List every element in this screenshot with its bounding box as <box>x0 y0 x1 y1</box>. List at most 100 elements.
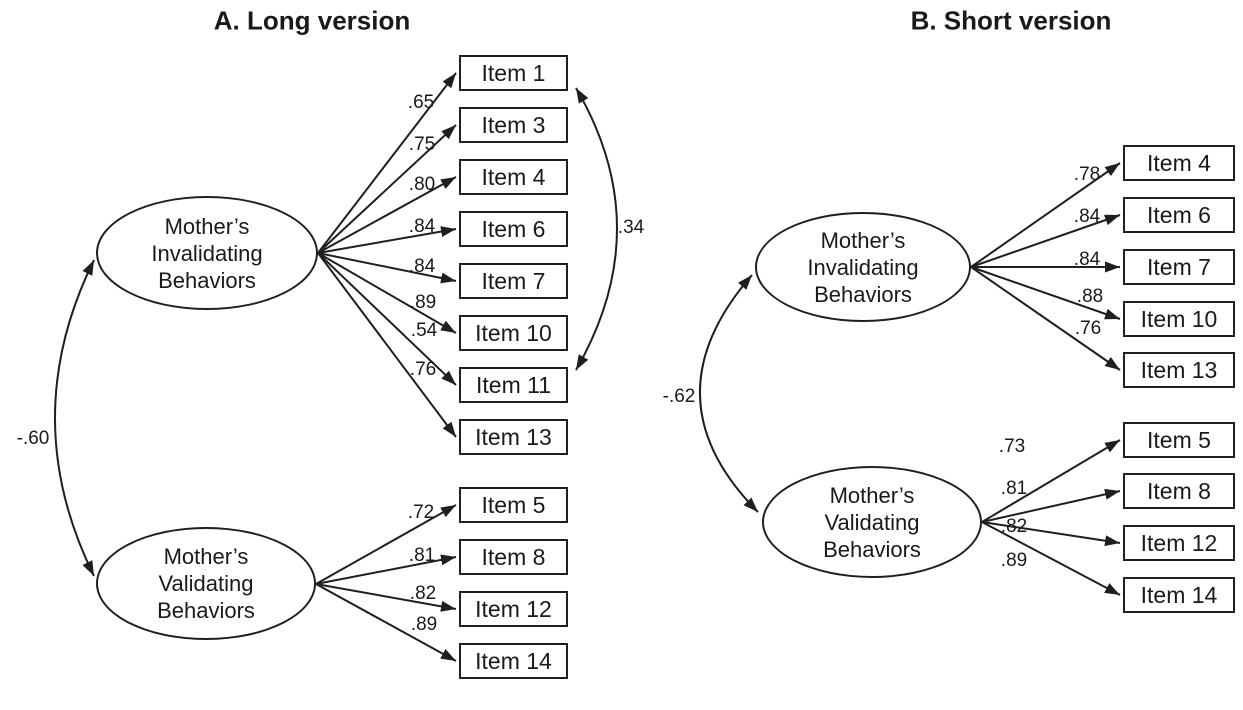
factor-loading-arrow <box>970 266 1121 320</box>
loading-value: .89 <box>409 292 437 313</box>
loading-value: .84 <box>408 256 436 277</box>
loading-value: .82 <box>1000 516 1028 537</box>
factor-name-line: Validating <box>158 571 254 596</box>
item-label: Item 6 <box>481 215 546 242</box>
item-box: Item 14 <box>459 643 568 679</box>
item-box: Item 13 <box>459 419 568 455</box>
loading-value: .89 <box>410 614 438 635</box>
factor-name-line: Invalidating <box>807 254 919 280</box>
factor-loading-arrow <box>317 252 457 334</box>
factor-loading-arrow <box>981 488 1121 523</box>
item-box: Item 5 <box>459 487 568 523</box>
item-box: Item 3 <box>459 107 568 143</box>
item-label: Item 5 <box>481 491 546 518</box>
item-box: Item 4 <box>1123 145 1235 181</box>
item-label: Item 14 <box>1140 581 1218 608</box>
factor-name-line: Behaviors <box>158 267 256 293</box>
item-box: Item 1 <box>459 55 568 91</box>
item-label: Item 11 <box>476 371 551 398</box>
loading-value: .80 <box>408 174 436 195</box>
factor-name-line: Behaviors <box>814 281 912 307</box>
loading-value: .65 <box>407 92 435 113</box>
item-box: Item 4 <box>459 159 568 195</box>
item-label: Item 8 <box>481 543 546 570</box>
loading-value: .84 <box>408 216 436 237</box>
item-label: Item 7 <box>1147 253 1211 280</box>
loading-value: .54 <box>410 320 438 341</box>
factor-name-line: Mother’s <box>829 482 915 508</box>
factor-correlation-value: -.62 <box>662 386 696 407</box>
factor-loading-arrow <box>970 214 1121 268</box>
item-box: Item 6 <box>1123 197 1235 233</box>
loading-value: .76 <box>1074 318 1102 339</box>
loading-value: .78 <box>1073 164 1101 185</box>
item-label: Item 1 <box>481 59 546 86</box>
item-box: Item 12 <box>1123 525 1235 561</box>
item-box: Item 10 <box>1123 301 1235 337</box>
factor-loading-arrow <box>970 162 1121 268</box>
factor-name-line: Mother’s <box>164 213 250 239</box>
item-label: Item 12 <box>475 595 552 622</box>
factor-loading-arrow <box>315 583 457 612</box>
factor-loading-arrow <box>317 252 457 438</box>
loading-value: .72 <box>407 502 435 523</box>
item-box: Item 14 <box>1123 577 1235 613</box>
item-label: Item 4 <box>481 163 546 190</box>
residual-correlation-arrow <box>575 87 618 371</box>
item-box: Item 11 <box>459 367 568 403</box>
factor-name-line: Invalidating <box>151 240 263 266</box>
item-label: Item 13 <box>475 423 552 450</box>
loading-value: .73 <box>998 436 1026 457</box>
panel-title: A. Long version <box>213 5 411 36</box>
item-box: Item 12 <box>459 591 568 627</box>
item-label: Item 13 <box>1140 356 1218 383</box>
loading-value: .81 <box>408 545 436 566</box>
factor-loading-arrow <box>317 252 457 284</box>
factor-loading-arrow <box>981 439 1121 523</box>
factor-name-line: Mother’s <box>163 544 249 569</box>
factor-loading-arrow <box>317 226 457 254</box>
loading-value: .75 <box>408 134 436 155</box>
item-label: Item 10 <box>475 319 552 346</box>
factor-name-line: Validating <box>824 509 920 535</box>
item-box: Item 8 <box>459 539 568 575</box>
factor-correlation-value: -.60 <box>16 428 50 449</box>
item-box: Item 7 <box>459 263 568 299</box>
factor-loading-arrow <box>317 124 457 254</box>
factor-loading-arrow <box>315 554 457 585</box>
factor-correlation-arrow <box>699 274 759 513</box>
item-box: Item 13 <box>1123 352 1235 388</box>
item-label: Item 7 <box>481 267 546 294</box>
factor-loading-arrow <box>981 521 1121 596</box>
factor-loading-arrow <box>317 176 457 254</box>
residual-correlation-value: .34 <box>617 217 645 238</box>
item-box: Item 5 <box>1123 422 1235 458</box>
loading-value: .82 <box>409 583 437 604</box>
loading-value: .76 <box>409 359 437 380</box>
loading-value: .81 <box>1000 478 1028 499</box>
loading-value: .84 <box>1073 249 1101 270</box>
factor-loading-arrow <box>981 521 1121 547</box>
factor-loading-arrow <box>317 72 457 254</box>
factor-loading-arrow <box>317 252 457 386</box>
item-box: Item 10 <box>459 315 568 351</box>
loading-value: .84 <box>1073 206 1101 227</box>
factor-loading-arrow <box>970 266 1121 371</box>
factor-correlation-arrow <box>54 259 95 577</box>
factor-name-line: Behaviors <box>157 598 255 623</box>
item-label: Item 6 <box>1147 201 1211 228</box>
item-box: Item 7 <box>1123 249 1235 285</box>
item-box: Item 6 <box>459 211 568 247</box>
item-label: Item 14 <box>475 647 552 674</box>
item-label: Item 10 <box>1140 305 1218 332</box>
item-label: Item 12 <box>1140 529 1218 556</box>
item-label: Item 4 <box>1147 149 1211 176</box>
panel-title: B. Short version <box>910 5 1112 36</box>
factor-name-line: Behaviors <box>823 536 921 562</box>
